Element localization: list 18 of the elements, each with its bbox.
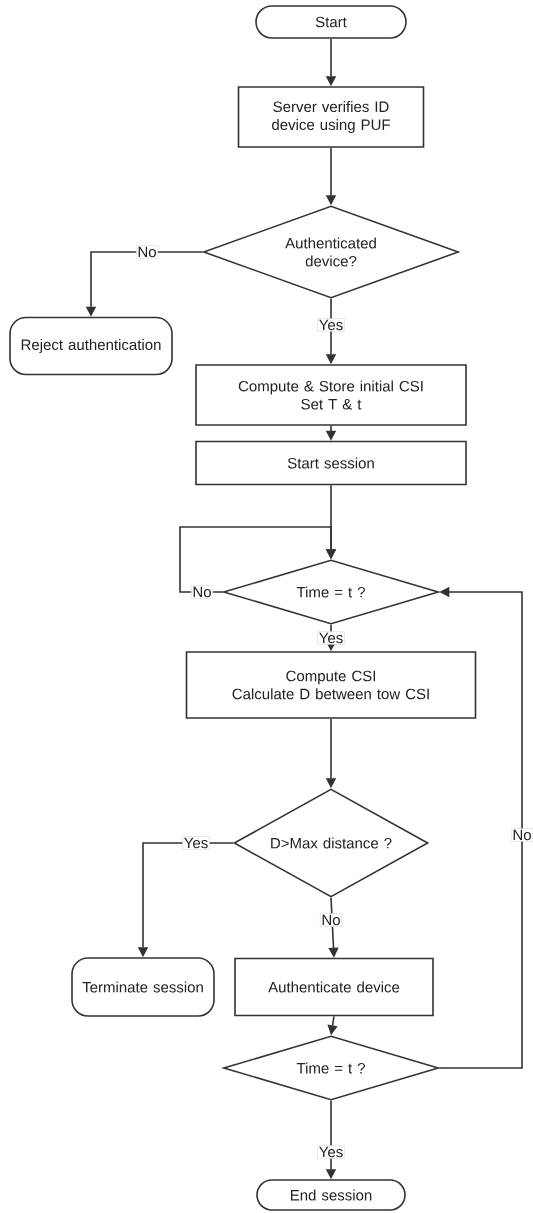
process-box: Server verifies ID device using PUF — [237, 86, 425, 148]
terminal-box: Terminate session — [71, 957, 215, 1017]
edge-label: Yes — [317, 1145, 345, 1159]
edge-label: Yes — [182, 836, 210, 850]
edge-label: Yes — [317, 631, 345, 645]
terminal-box: Start — [255, 5, 407, 39]
edge-label: Yes — [317, 318, 345, 332]
arrow — [179, 526, 337, 593]
edge-label: No — [319, 913, 343, 927]
process-box: Authenticate device — [234, 957, 434, 1017]
terminal-box: End session — [256, 1179, 406, 1211]
process-box: Compute & Store initial CSI Set T & t — [195, 364, 467, 426]
edge-label: No — [190, 585, 214, 599]
edge-label: No — [135, 245, 159, 259]
process-box: Start session — [195, 440, 467, 486]
edge-label: No — [510, 828, 533, 842]
process-box: Compute CSI Calculate D between tow CSI — [185, 651, 477, 719]
terminal-box: Reject authentication — [9, 316, 173, 376]
